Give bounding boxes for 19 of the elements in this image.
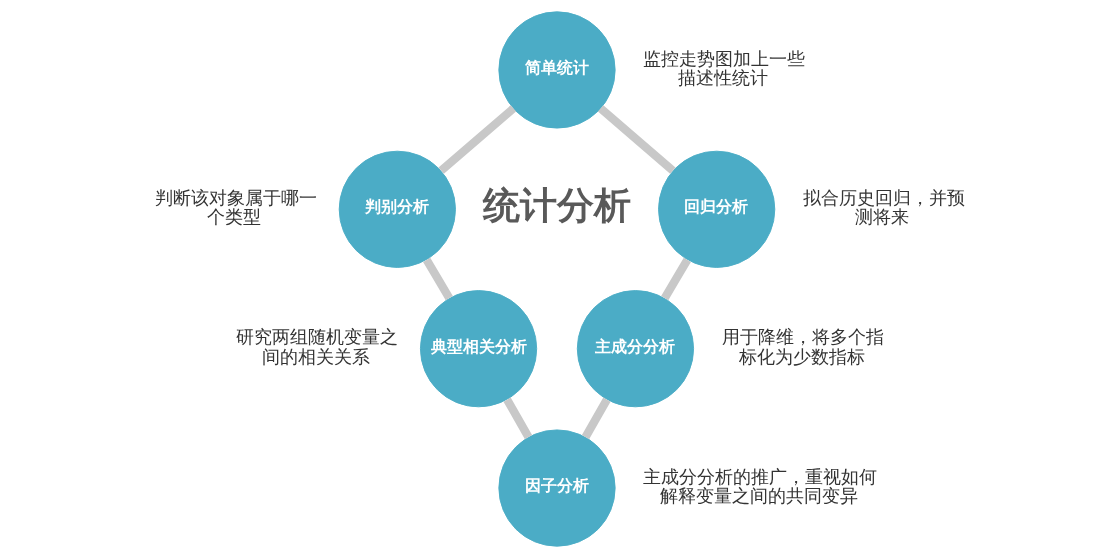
node-circle: 因子分析: [497, 429, 616, 547]
node-label: 判断该对象属于哪一个类型: [154, 187, 317, 228]
node-label: 拟合历史回归，并预测将来: [802, 187, 965, 228]
node-circle: 主成分分析: [576, 290, 694, 408]
node-circle: 简单统计: [497, 11, 616, 129]
connector: [660, 257, 691, 301]
node-label: 主成分分析的推广，重视如何解释变量之间的共同变异: [642, 466, 877, 507]
node-circle: 回归分析: [657, 150, 775, 268]
node-label: 监控走势图加上一些描述性统计: [642, 48, 805, 88]
connector: [438, 105, 516, 174]
connector: [581, 397, 610, 440]
node-label: 用于降维，将多个指标化为少数指标: [721, 327, 884, 367]
node-label: 研究两组随机变量之间的相关关系: [235, 327, 398, 367]
connector: [503, 397, 532, 440]
connector: [597, 105, 675, 174]
connector: [422, 257, 453, 301]
label: 统计分析: [482, 183, 631, 227]
node-circle: 判别分析: [338, 150, 456, 268]
node-circle: 典型相关分析: [419, 290, 537, 408]
